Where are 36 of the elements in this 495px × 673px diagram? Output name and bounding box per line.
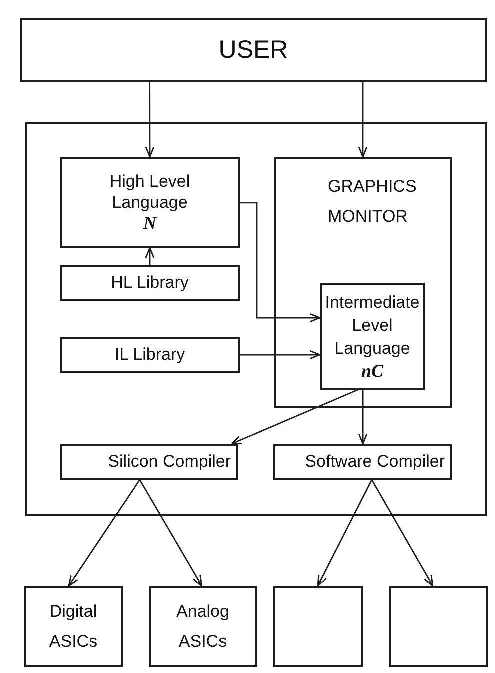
language-name: nC <box>361 360 384 382</box>
process-box <box>24 586 123 667</box>
arrow <box>145 247 155 265</box>
process-box <box>320 283 425 390</box>
process-box <box>389 586 488 667</box>
process-box <box>60 157 240 248</box>
node-label: USER <box>218 35 288 65</box>
arrow <box>358 390 368 445</box>
arrow <box>240 350 321 360</box>
node-label: GRAPHICS MONITOR <box>328 176 418 228</box>
arrow <box>145 82 155 158</box>
process-box <box>60 337 240 373</box>
arrow <box>139 480 203 587</box>
arrow <box>240 202 321 323</box>
arrow <box>317 480 373 587</box>
process-box <box>20 18 487 82</box>
node-label: HL Library <box>111 273 189 293</box>
process-box <box>273 444 452 480</box>
process-box <box>274 157 452 408</box>
process-box <box>273 586 363 667</box>
language-name: N <box>144 213 156 234</box>
arrow <box>358 82 368 158</box>
process-box <box>60 265 240 301</box>
arrow <box>371 480 434 587</box>
node-label: Silicon Compiler <box>108 452 231 472</box>
arrow <box>231 389 358 445</box>
process-box <box>149 586 257 667</box>
node-label: IL Library <box>114 345 186 365</box>
node-label: Analog ASICs <box>176 600 230 652</box>
node-label: Intermediate Level Language <box>324 292 421 360</box>
node-label: Digital ASICs <box>48 600 99 652</box>
process-box <box>60 444 238 480</box>
node-label: High Level Language <box>108 171 192 213</box>
arrow <box>68 480 140 587</box>
system-frame <box>25 122 487 516</box>
node-label: Software Compiler <box>305 452 445 472</box>
